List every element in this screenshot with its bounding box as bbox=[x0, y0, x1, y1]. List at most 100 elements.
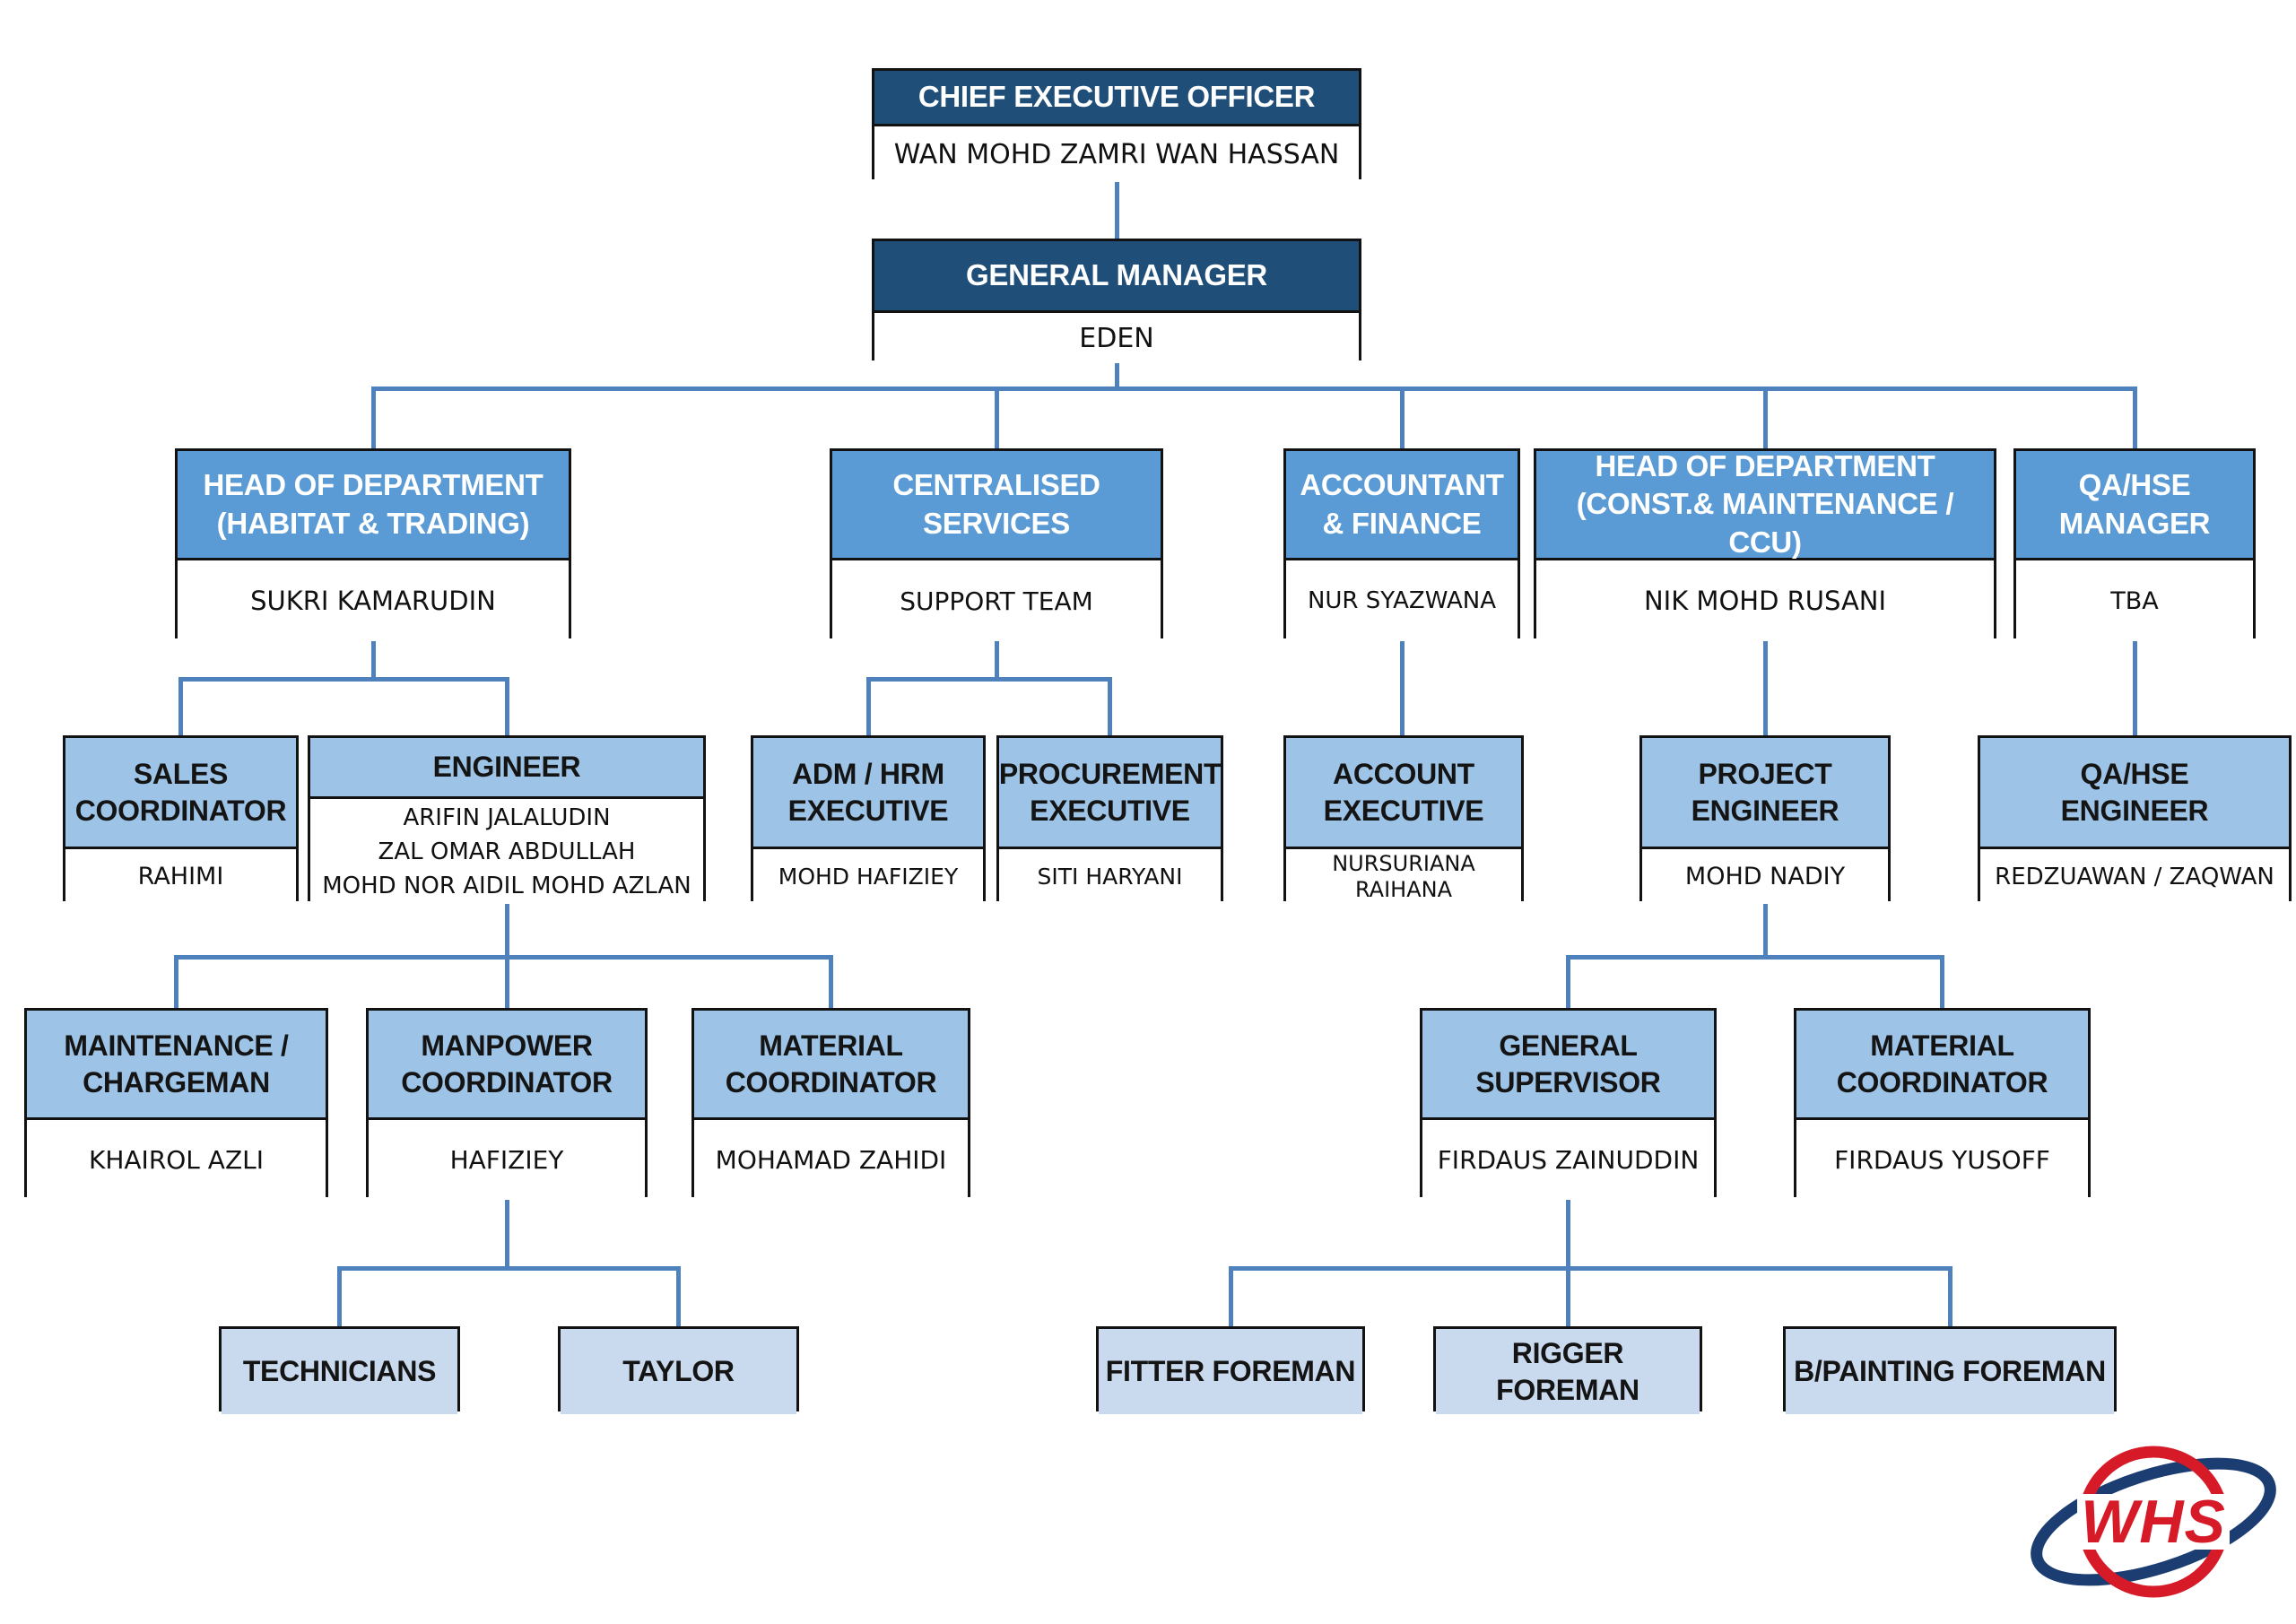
node-title-line: COORDINATOR bbox=[401, 1065, 613, 1099]
connector-line bbox=[1228, 1266, 1952, 1271]
node-name-line: NURSURIANA bbox=[1332, 850, 1475, 876]
node-title-line: FITTER FOREMAN bbox=[1105, 1355, 1356, 1388]
node-title-line: MANPOWER bbox=[421, 1029, 593, 1062]
connector-line bbox=[1228, 1266, 1233, 1326]
connector-line bbox=[1565, 955, 1944, 960]
node-name: FIRDAUS YUSOFF bbox=[1796, 1120, 2088, 1200]
node-name-line: RAIHANA bbox=[1354, 876, 1453, 902]
node-title: ACCOUNTANT& FINANCE bbox=[1286, 451, 1518, 560]
connector-line bbox=[504, 901, 509, 960]
node-title: CHIEF EXECUTIVE OFFICER bbox=[874, 71, 1359, 126]
connector-line bbox=[2132, 638, 2137, 735]
connector-line bbox=[504, 1197, 509, 1271]
connector-line bbox=[336, 1266, 681, 1271]
node-name-line: SUPPORT TEAM bbox=[900, 586, 1093, 616]
node-title-line: EXECUTIVE bbox=[1030, 794, 1190, 827]
connector-line bbox=[1399, 638, 1405, 735]
org-node-ceo: CHIEF EXECUTIVE OFFICER WAN MOHD ZAMRI WA… bbox=[872, 68, 1361, 182]
connector-line bbox=[1107, 677, 1112, 735]
connector-line bbox=[1399, 391, 1405, 448]
connector-line bbox=[1762, 391, 1768, 448]
connector-line bbox=[994, 391, 999, 448]
node-title: RIGGER FOREMAN bbox=[1436, 1329, 1700, 1414]
node-title-line: ACCOUNT bbox=[1333, 757, 1474, 790]
node-title-line: QA/HSE bbox=[2080, 757, 2189, 790]
org-node-pe: PROJECT ENGINEER MOHD NADIY bbox=[1639, 735, 1891, 904]
org-node-hod_ht: HEAD OF DEPARTMENT (HABITAT & TRADING) SUK… bbox=[175, 448, 571, 641]
org-node-rigger: RIGGER FOREMAN bbox=[1433, 1326, 1702, 1414]
connector-line bbox=[994, 638, 999, 682]
node-name: MOHD NADIY bbox=[1642, 849, 1888, 904]
node-title-line: GENERAL MANAGER bbox=[966, 258, 1267, 292]
node-name-line: EDEN bbox=[1079, 322, 1154, 354]
node-name-line: SUKRI KAMARUDIN bbox=[250, 586, 496, 616]
node-title-line: ENGINEER bbox=[1691, 794, 1839, 827]
node-title-line: QA/HSE bbox=[2078, 468, 2191, 502]
node-name: TBA bbox=[2016, 560, 2253, 641]
node-name: REDZUAWAN / ZAQWAN bbox=[1980, 849, 2289, 904]
node-name-line: RAHIMI bbox=[137, 863, 224, 890]
whs-logo-text: WHS bbox=[2081, 1488, 2226, 1556]
node-title-line: ENGINEER bbox=[2060, 794, 2209, 827]
node-title-line: (CONST.& MAINTENANCE / CCU) bbox=[1576, 487, 1954, 559]
connector-line bbox=[828, 955, 833, 1008]
node-name: WAN MOHD ZAMRI WAN HASSAN bbox=[874, 126, 1359, 182]
connector-line bbox=[178, 677, 183, 735]
node-name: MOHAMAD ZAHIDI bbox=[694, 1120, 968, 1200]
node-name: FIRDAUS ZAINUDDIN bbox=[1422, 1120, 1714, 1200]
connector-line bbox=[178, 677, 509, 682]
connector-line bbox=[2132, 386, 2137, 448]
org-node-hod_cm: HEAD OF DEPARTMENT(CONST.& MAINTENANCE /… bbox=[1534, 448, 1996, 641]
node-title-line: ADM / HRM bbox=[792, 757, 944, 790]
connector-line bbox=[504, 955, 509, 1008]
node-title-line: ENGINEER bbox=[432, 751, 581, 784]
node-name: NIK MOHD RUSANI bbox=[1536, 560, 1994, 641]
node-name-line: MOHD HAFIZIEY bbox=[778, 864, 959, 890]
node-name: SITI HARYANI bbox=[999, 849, 1221, 904]
node-title-line: HEAD OF DEPARTMENT bbox=[203, 468, 544, 502]
node-name-line: MOHD NOR AIDIL MOHD AZLAN bbox=[322, 872, 691, 899]
node-title: ENGINEER bbox=[310, 738, 703, 799]
node-name: MOHD HAFIZIEY bbox=[753, 849, 983, 904]
org-node-qae: QA/HSE ENGINEER REDZUAWAN / ZAQWAN bbox=[1978, 735, 2292, 904]
node-name-line: ARIFIN JALALUDIN bbox=[403, 803, 611, 831]
node-name: RAHIMI bbox=[65, 849, 296, 904]
org-node-tech: TECHNICIANS bbox=[219, 1326, 460, 1414]
connector-line bbox=[675, 1266, 681, 1326]
connector-line bbox=[173, 955, 178, 1008]
node-title: HEAD OF DEPARTMENT(CONST.& MAINTENANCE /… bbox=[1536, 449, 1994, 560]
node-title-line: SUPERVISOR bbox=[1475, 1065, 1661, 1099]
org-node-fitter: FITTER FOREMAN bbox=[1096, 1326, 1365, 1414]
org-node-bpaint: B/PAINTING FOREMAN bbox=[1783, 1326, 2117, 1414]
connector-line bbox=[1565, 1266, 1570, 1326]
node-title: GENERAL MANAGER bbox=[874, 241, 1359, 313]
connector-line bbox=[370, 386, 376, 448]
node-name: SUKRI KAMARUDIN bbox=[178, 560, 569, 641]
node-name: SUPPORT TEAM bbox=[832, 560, 1161, 641]
node-title-line: SALES bbox=[133, 757, 229, 790]
node-name-line: WAN MOHD ZAMRI WAN HASSAN bbox=[893, 138, 1340, 170]
connector-line bbox=[173, 955, 833, 960]
node-title-line: PROJECT bbox=[1698, 757, 1832, 790]
node-title-line: COORDINATOR bbox=[725, 1065, 937, 1099]
node-title-line: CHIEF EXECUTIVE OFFICER bbox=[918, 80, 1316, 114]
node-name-line: SITI HARYANI bbox=[1037, 864, 1183, 890]
node-title-line: (HABITAT & TRADING) bbox=[216, 506, 530, 540]
node-name: HAFIZIEY bbox=[369, 1120, 645, 1200]
connector-line bbox=[1939, 955, 1944, 1008]
